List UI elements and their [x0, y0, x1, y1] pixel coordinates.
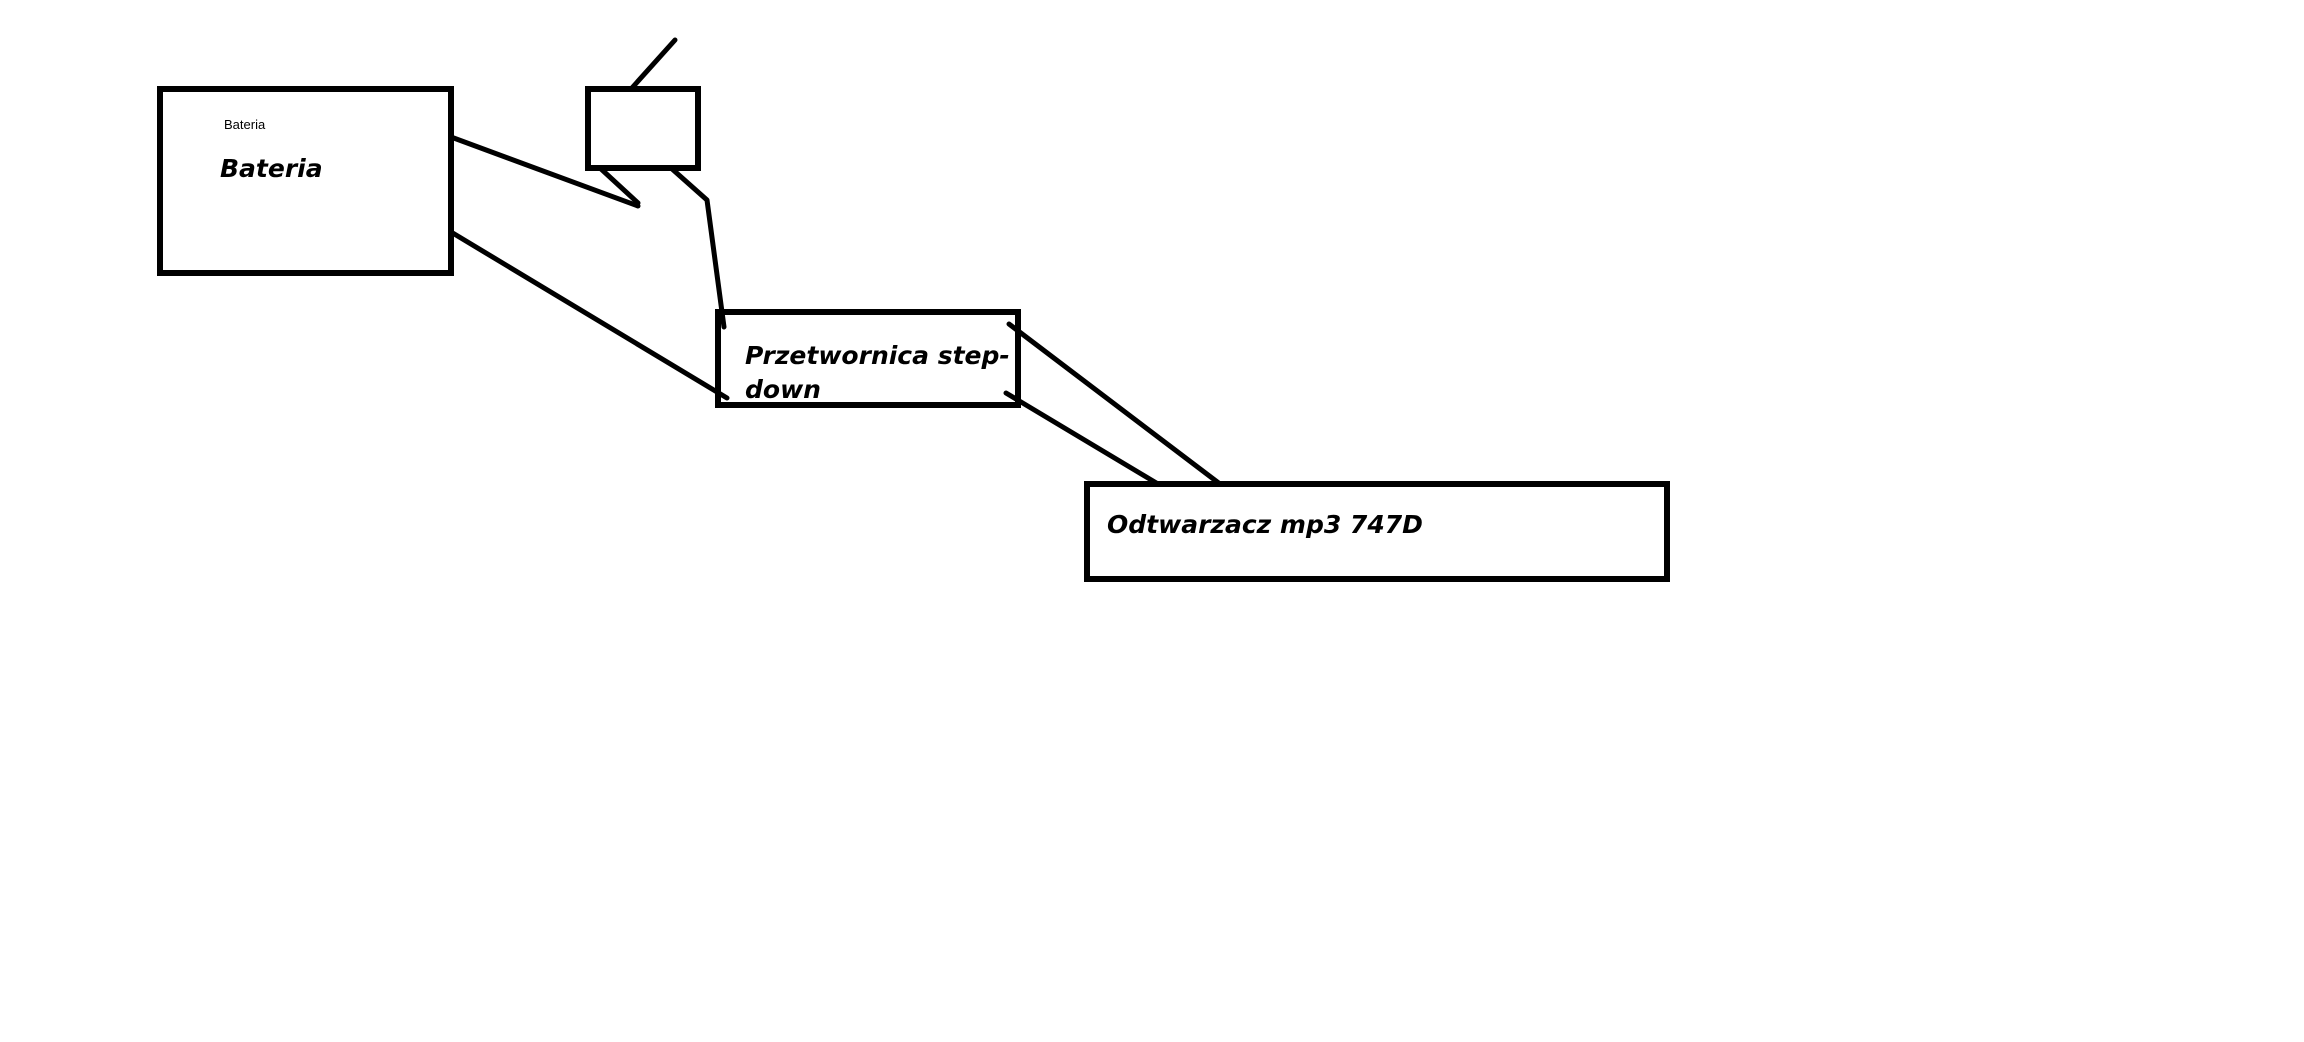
- switch-box: [585, 86, 701, 171]
- converter-output-wire-2: [1003, 390, 1161, 487]
- battery-positive-wire: [448, 134, 641, 209]
- converter-label-line1: Przetwornica step-: [745, 341, 1010, 370]
- battery-label: Bateria: [220, 154, 323, 183]
- battery-small-label: Bateria: [224, 117, 266, 132]
- converter-output-wire-1: [1006, 321, 1223, 487]
- converter-box: [715, 309, 1021, 408]
- player-label: Odtwarzacz mp3 747D: [1107, 510, 1423, 539]
- converter-label-line2: down: [745, 375, 821, 404]
- player-box: [1084, 481, 1670, 582]
- battery-negative-wire: [448, 229, 730, 401]
- switch-top-wire: [628, 37, 678, 92]
- switch-input-wire: [597, 165, 641, 206]
- switch-output-wire: [668, 165, 727, 330]
- battery-box: [157, 86, 454, 276]
